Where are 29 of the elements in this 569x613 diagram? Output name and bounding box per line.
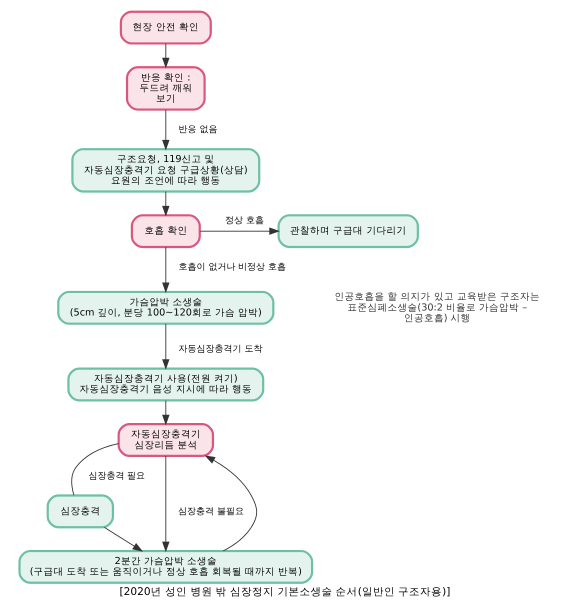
node-box: 반응 확인 : 두드려 깨워 보기: [125, 66, 206, 111]
arrow: [162, 456, 170, 552]
edge-label: 반응 없음: [178, 125, 217, 136]
caption: [2020년 성인 병원 밖 심장정지 기본소생술 순서(일반인 구조자용)]: [119, 586, 450, 598]
arrow: [103, 526, 143, 552]
edge-label: 심장충격 불필요: [178, 507, 244, 518]
edge-label: 자동심장충격기 도착: [178, 344, 262, 354]
arrow: [162, 323, 170, 370]
arrow: [162, 400, 170, 426]
arrow: [162, 246, 170, 294]
node-box: 자동심장충격기 사용(전원 켜기) 자동심장충격기 음성 지시에 따라 행동: [66, 368, 264, 402]
node-box: 심장충격: [46, 494, 114, 528]
node-box: 구조요청, 119신고 및 자동심장충격기 요청 구급상황(상담) 요원의 조언에 따라 행동: [70, 148, 260, 193]
edge-label: 호흡이 없거나 비정상 호흡: [178, 262, 286, 272]
arrow: [162, 43, 170, 68]
node-box: 자동심장충격기 심장리듬 분석: [117, 423, 214, 457]
edge-label: 정상 호흡: [224, 216, 264, 226]
arrow: [162, 191, 170, 216]
node-box: 현장 안전 확인: [119, 10, 212, 45]
connector: [70, 443, 119, 496]
node-box: 관찰하며 구급대 기다리기: [277, 214, 418, 248]
arrow: [204, 455, 257, 552]
node-box: 2분간 가슴압박 소생술 (구급대 도착 또는 움직이거나 정상 호흡 회복될 때까지 반복): [18, 550, 313, 584]
label: 인공호흡을 할 의지가 있고 교육받은 구조자는 표준심폐소생술(30:2 비율로 가슴압박 – 인공호흡) 시행: [334, 292, 540, 324]
node-box: 가슴압박 소생술 (5cm 깊이, 분당 100~120회로 가슴 압박): [56, 290, 274, 325]
arrow: [199, 227, 280, 235]
edge-label: 심장충격 필요: [88, 471, 145, 482]
node-box: 호흡 확인: [130, 214, 200, 248]
arrow: [162, 109, 170, 150]
